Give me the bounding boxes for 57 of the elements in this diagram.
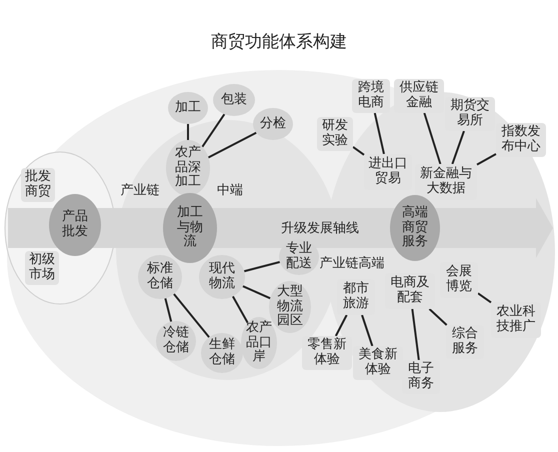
- diagram-title: 商贸功能体系构建: [210, 31, 348, 53]
- node-label: 大型物流园区: [276, 284, 304, 330]
- node-label: 新金融与大数据: [420, 167, 472, 197]
- node-label: 批发商贸: [24, 170, 52, 200]
- node-label: 进出口贸易: [368, 157, 408, 187]
- node-label: 综合服务: [452, 327, 478, 357]
- connector-line: [411, 308, 420, 360]
- function-tag: [302, 336, 352, 370]
- node-label: 会展博览: [446, 265, 472, 295]
- connector-line: [476, 153, 496, 166]
- node-label: 冷链仓储: [162, 326, 190, 356]
- function-tag: [317, 117, 353, 151]
- node-label: 包装: [220, 92, 248, 108]
- tier-label: 中端: [217, 182, 243, 199]
- connector-line: [374, 112, 385, 154]
- node-label: 农产品口岸: [246, 320, 272, 366]
- node-label: 都市旅游: [342, 282, 370, 312]
- connector-line: [208, 132, 257, 158]
- node-label: 供应链金融: [399, 81, 439, 111]
- node-label: 加工: [174, 100, 202, 116]
- connector-line: [477, 292, 492, 304]
- node-label: 标准仓储: [146, 262, 174, 292]
- connector-line: [242, 285, 271, 300]
- function-tag: [352, 79, 390, 113]
- node-label: 美食新体验: [358, 348, 398, 378]
- node-label: 农产品深加工: [174, 146, 202, 190]
- node-label: 研发实验: [322, 119, 348, 149]
- node-label: 高端商贸服务: [402, 206, 428, 250]
- node-label: 指数发布中心: [501, 125, 541, 155]
- connector-line: [334, 314, 348, 336]
- node-label: 农业科技推广: [496, 305, 536, 335]
- node-label: 电子商务: [408, 362, 434, 392]
- node-label: 产品批发: [62, 210, 88, 240]
- connector-line: [164, 298, 172, 322]
- node-label: 专业配送: [286, 242, 312, 272]
- node-label: 生鲜仓储: [208, 338, 236, 368]
- connector-line: [451, 130, 465, 164]
- connector-line: [173, 293, 210, 338]
- node-label: 加工与物流: [176, 206, 204, 250]
- connector-line: [428, 308, 448, 326]
- tier-label: 产业链: [120, 182, 160, 199]
- node-label: 初级市场: [28, 253, 56, 283]
- connector-line: [187, 124, 189, 140]
- node-label: 分检: [260, 116, 286, 132]
- node-label: 零售新体验: [307, 338, 347, 368]
- axis-label: 升级发展轴线: [281, 220, 359, 237]
- node-label: 现代物流: [208, 262, 236, 292]
- node-label: 期货交易所: [450, 99, 490, 129]
- connector-line: [423, 112, 442, 164]
- connector-line: [232, 296, 249, 324]
- connector-line: [352, 146, 365, 156]
- tier-label: 产业链高端: [320, 255, 384, 272]
- connector-line: [202, 114, 226, 148]
- connector-line: [361, 314, 374, 346]
- node-label: 跨境电商: [358, 81, 384, 111]
- node-label: 电商及配套: [390, 276, 430, 306]
- connector-line: [244, 261, 280, 272]
